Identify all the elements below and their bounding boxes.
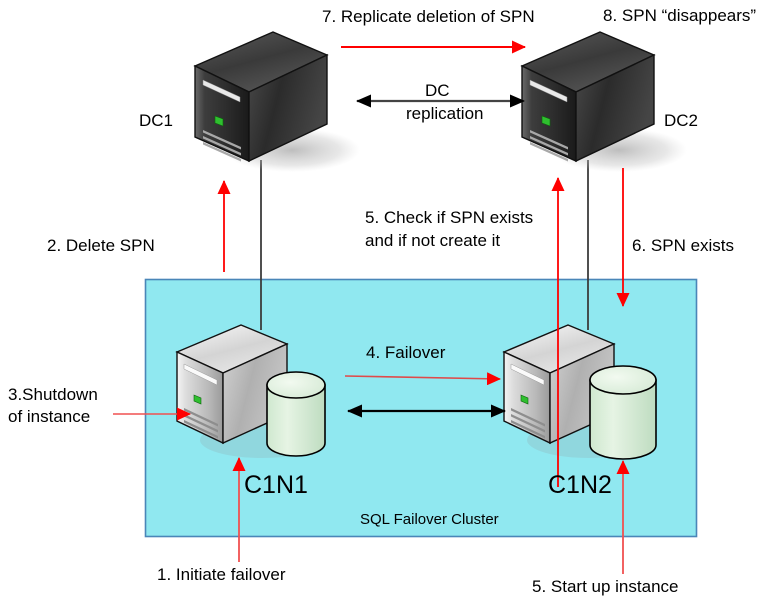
label-dc2: DC2 xyxy=(664,111,699,130)
label-c1n2: C1N2 xyxy=(548,471,612,499)
dc1-drive-slot xyxy=(202,79,241,103)
c1n1-power-led-icon xyxy=(193,394,202,405)
label-step-4: 4. Failover xyxy=(366,343,446,362)
label-step-5-check-line1: 5. Check if SPN exists xyxy=(365,208,534,227)
dc1-side-face xyxy=(248,53,328,163)
dc1-server xyxy=(193,31,360,172)
dc2-side-face xyxy=(575,53,655,163)
label-cluster-box: SQL Failover Cluster xyxy=(360,511,499,528)
c1n2-drive-slot xyxy=(510,363,545,386)
dc2-drive-slot xyxy=(529,79,568,103)
c1n2-power-led-icon xyxy=(520,394,529,405)
label-step-8: 8. SPN “disappears” xyxy=(603,6,757,25)
c1n1-database-cylinder xyxy=(266,371,326,457)
label-step-5-check-line2: and if not create it xyxy=(365,231,501,250)
label-step-7: 7. Replicate deletion of SPN xyxy=(322,7,535,26)
arrow-failover xyxy=(344,372,501,386)
label-step-5-start: 5. Start up instance xyxy=(532,577,679,596)
dc2-server xyxy=(520,31,687,172)
label-step-3-line2: of instance xyxy=(8,407,91,426)
c1n2-database-cylinder xyxy=(589,365,657,460)
label-step-2: 2. Delete SPN xyxy=(47,236,155,255)
label-step-1: 1. Initiate failover xyxy=(157,565,286,584)
c1n1-drive-slot xyxy=(183,363,218,386)
dc2-power-led-icon xyxy=(541,115,551,127)
label-step-6: 6. SPN exists xyxy=(632,236,735,255)
label-c1n1: C1N1 xyxy=(244,471,308,499)
label-dc1: DC1 xyxy=(139,111,174,130)
dc1-power-led-icon xyxy=(214,115,224,127)
label-dc-replication-line2: replication xyxy=(406,104,484,123)
label-dc-replication-line1: DC xyxy=(425,81,450,100)
label-step-3-line1: 3.Shutdown xyxy=(8,385,98,404)
